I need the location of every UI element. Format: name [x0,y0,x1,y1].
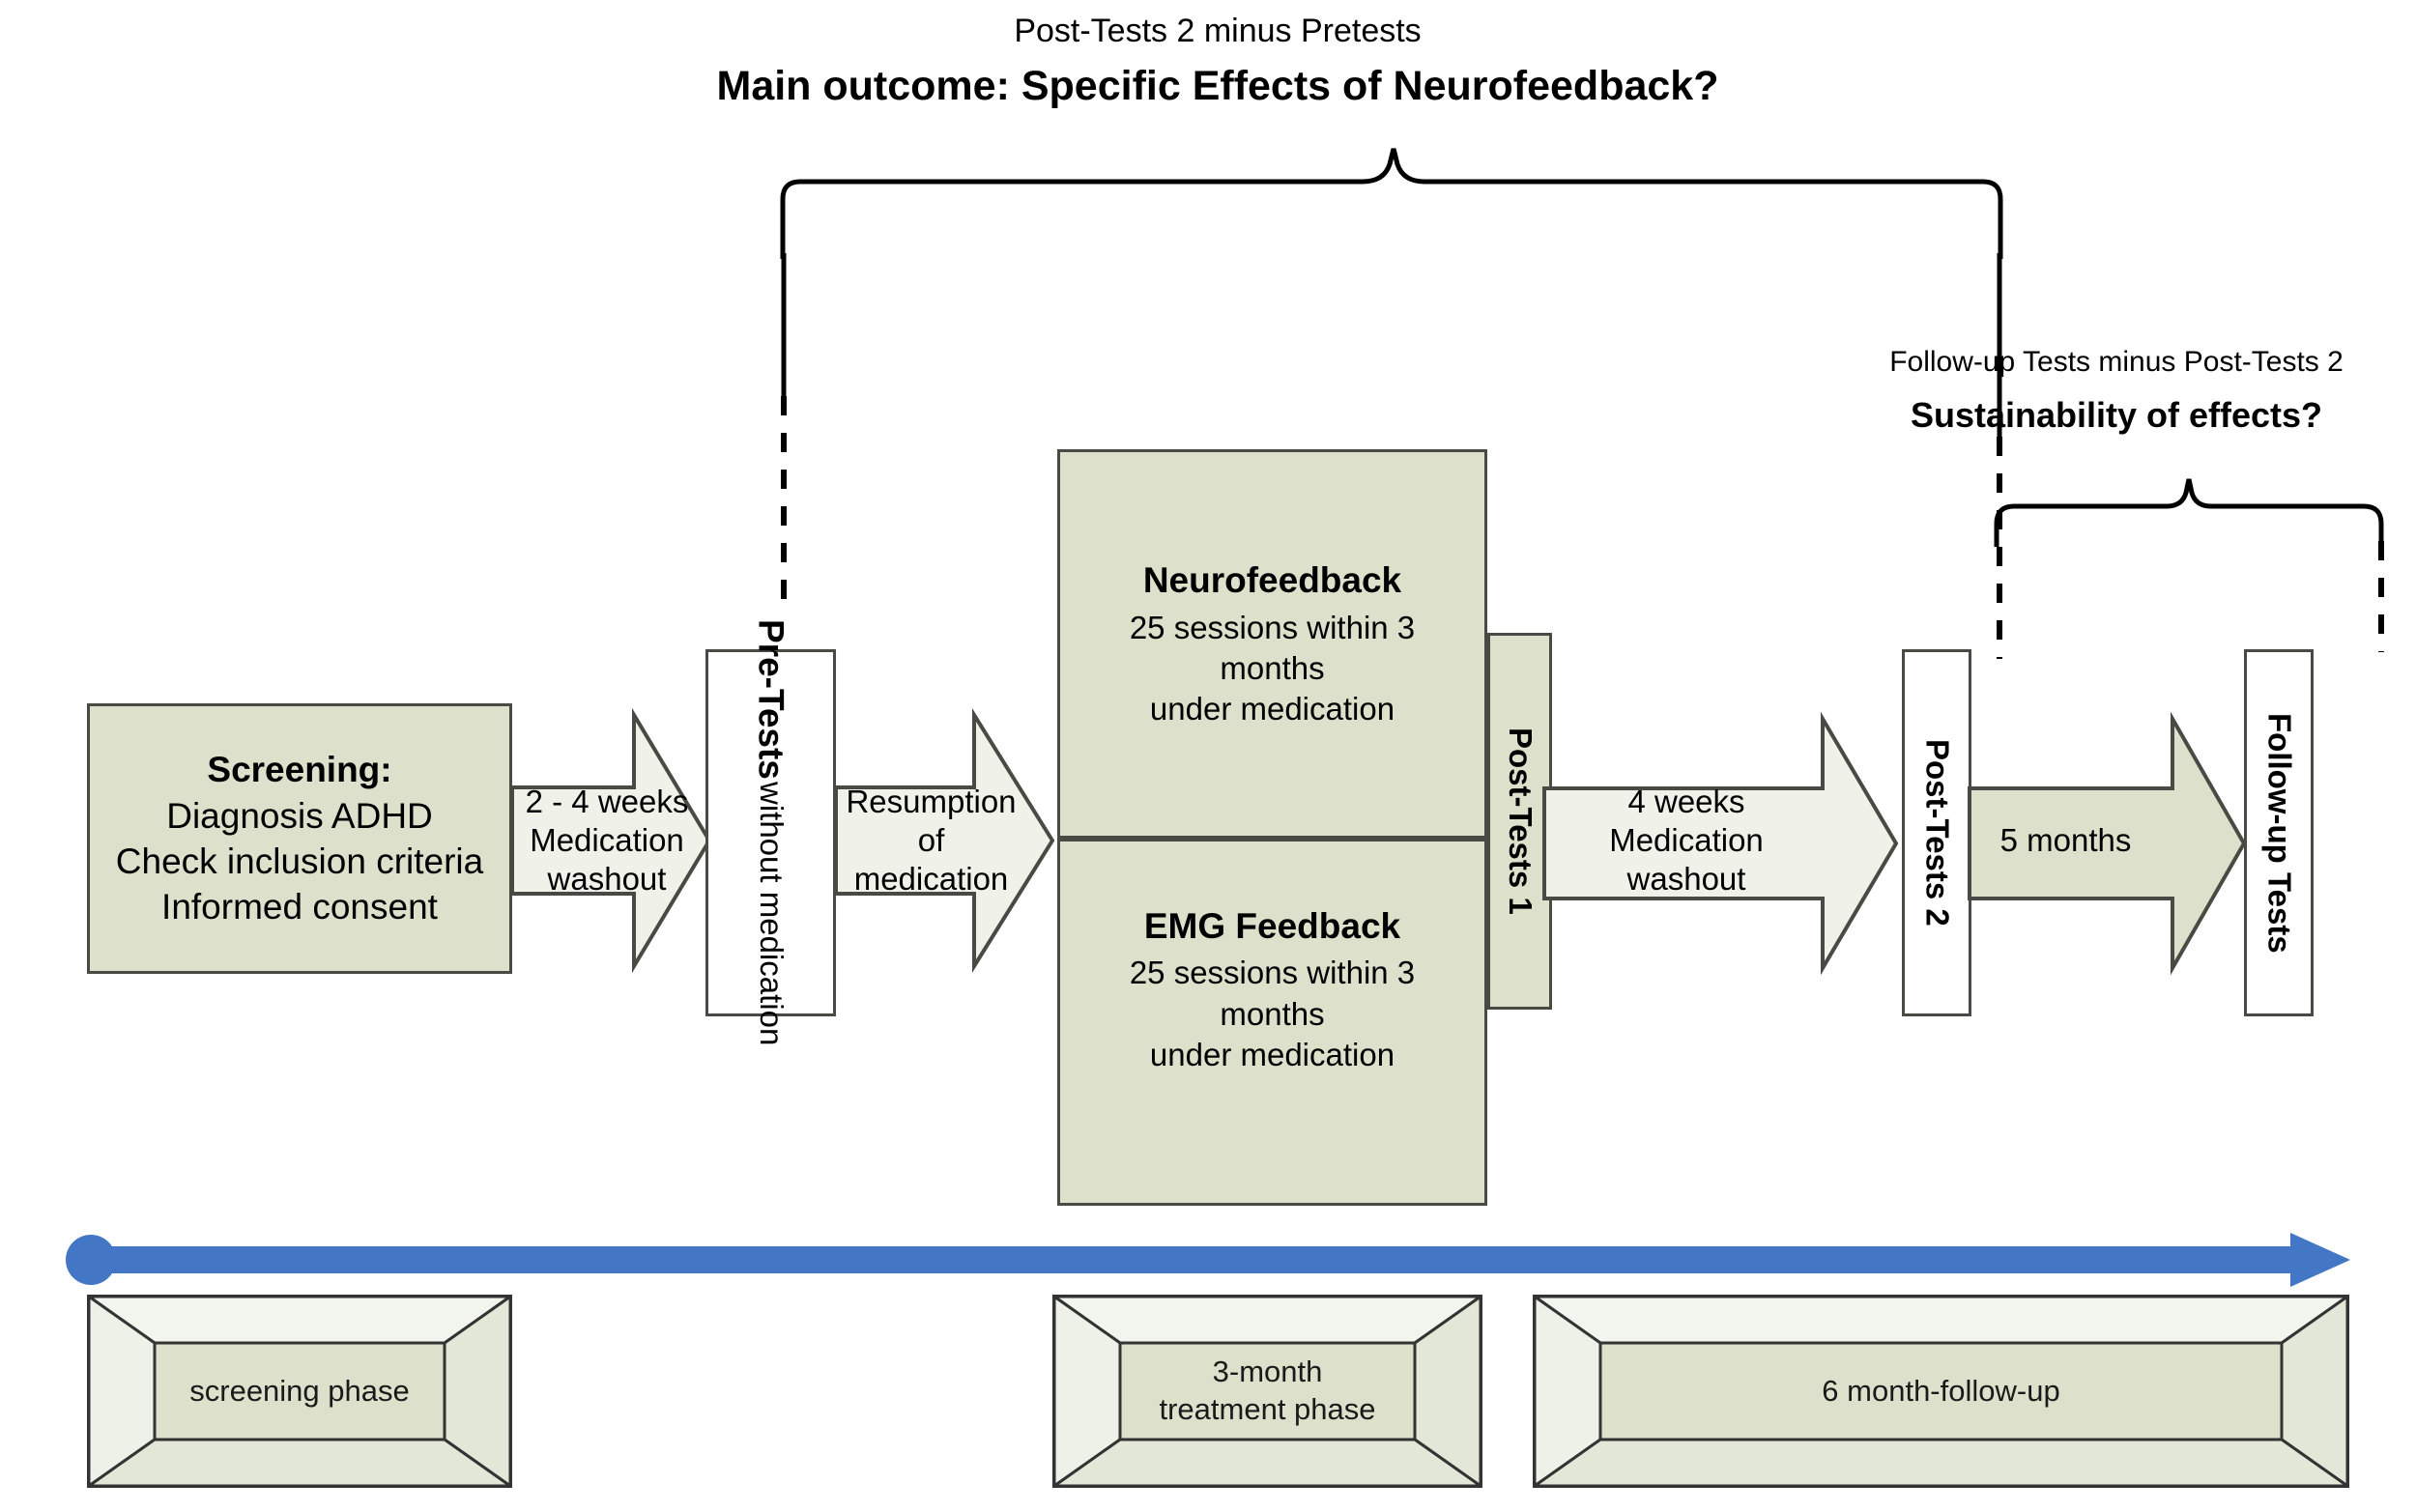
pretests-label-secondary: without medication [753,782,790,1046]
timeline-line [91,1246,2304,1273]
phase-label-screening: screening phase [189,1373,410,1408]
emg-feedback-box: EMG Feedback 25 sessions within 3 months… [1057,839,1487,1206]
pretests-label-primary: Pre-Tests [751,619,791,781]
phase-box-followup [1533,1295,2349,1488]
emg-line-1: 25 sessions within 3 [1129,955,1416,991]
followup-tests-label: Follow-up Tests [2261,712,2298,954]
posttests1-label: Post-Tests 1 [1502,727,1539,915]
brace-left-leg-dashed [779,396,789,604]
emg-heading: EMG Feedback [1143,905,1401,946]
brace-right-leg-dashed [1995,437,2004,659]
posttests1-box: Post-Tests 1 [1487,633,1552,1010]
posttests2-box: Post-Tests 2 [1902,649,1971,1016]
arrow-resumption-label: Resumption of medication [846,783,1017,898]
phase-label-treatment: 3-month treatment phase [1159,1355,1376,1426]
screening-line-2: Check inclusion criteria [115,842,484,881]
emg-line-3: under medication [1149,1036,1395,1072]
screening-heading: Screening: [207,750,392,790]
brace-right-leg-solid [1995,253,2004,446]
posttests2-label: Post-Tests 2 [1919,739,1956,927]
arrow-resumption-of-medication [834,705,1056,976]
main-outcome-brace [773,145,2010,261]
brace-left-leg-solid [779,253,789,398]
timeline-arrowhead-icon [2290,1225,2368,1295]
screening-line-3: Informed consent [161,887,438,927]
emg-line-2: months [1220,995,1325,1032]
arrow-5-months [1968,711,2248,976]
neurofeedback-line-1: 25 sessions within 3 [1129,609,1416,645]
sustainability-brace-right-leg-dashed [2376,541,2386,652]
arrow-medication-washout-1 [510,705,713,976]
sustainability-subtitle: Follow-up Tests minus Post-Tests 2 [1889,346,2344,378]
screening-box: Screening: Diagnosis ADHD Check inclusio… [87,703,512,974]
neurofeedback-box: Neurofeedback 25 sessions within 3 month… [1057,449,1487,839]
arrow-5-months-label: 5 months [1999,821,2132,858]
arrow-medication-washout-2 [1542,711,1900,976]
neurofeedback-line-2: months [1220,650,1325,687]
main-outcome-title: Main outcome: Specific Effects of Neurof… [716,63,1719,109]
screening-line-1: Diagnosis ADHD [166,795,433,836]
phase-box-treatment [1052,1295,1482,1488]
main-outcome-subtitle: Post-Tests 2 minus Pretests [1014,13,1422,49]
neurofeedback-heading: Neurofeedback [1142,560,1402,601]
phase-box-screening [87,1295,512,1488]
arrow-washout-1-label: 2 - 4 weeks Medication washout [525,783,689,898]
pretests-box: Pre-Tests without medication [705,619,836,1046]
phase-label-followup: 6 month-follow-up [1822,1373,2060,1408]
sustainability-brace [1991,464,2387,551]
neurofeedback-line-3: under medication [1149,691,1395,727]
sustainability-title: Sustainability of effects? [1910,395,2323,435]
arrow-washout-2-label: 4 weeks Medication washout [1609,783,1764,898]
followup-tests-box: Follow-up Tests [2244,649,2314,1016]
